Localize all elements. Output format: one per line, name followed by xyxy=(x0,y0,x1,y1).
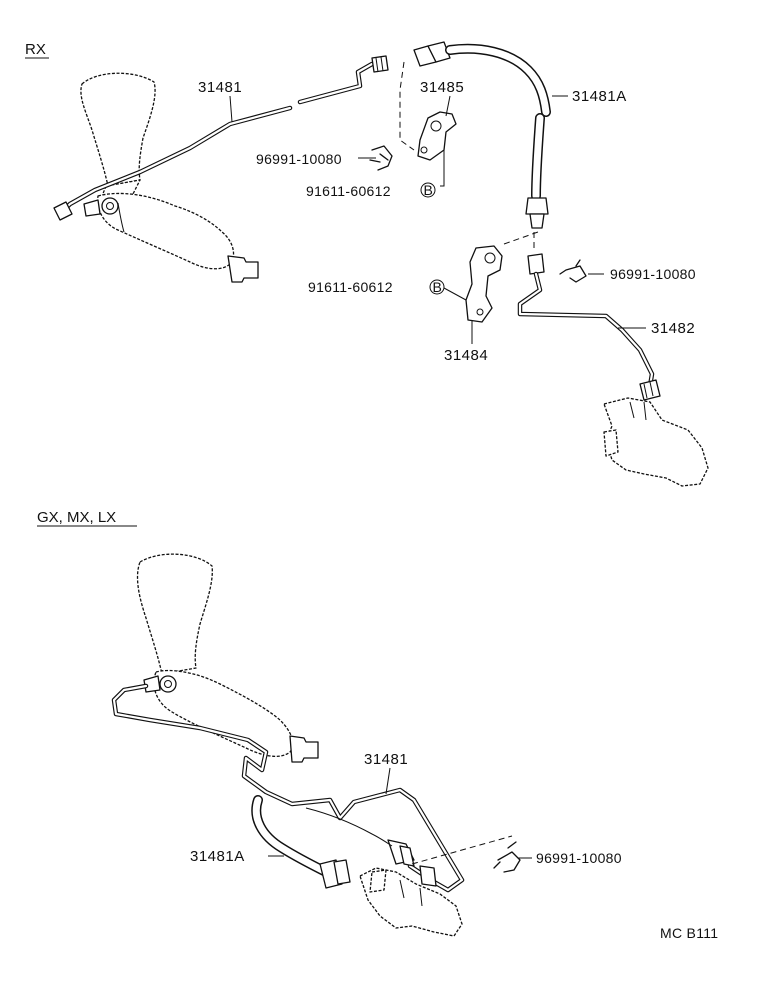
clip-bottom xyxy=(493,841,521,873)
flex-hose-31481A-bottom xyxy=(251,795,393,889)
flex-hose-31481A-top xyxy=(413,41,551,229)
brake-tube-31481-top xyxy=(53,55,389,221)
dashed-leader-bottom xyxy=(411,835,513,865)
label-clip-mid: 96991-10080 xyxy=(610,266,696,282)
label-31481A-bottom: 31481A xyxy=(190,848,245,865)
bolt-marker-b-top xyxy=(420,182,436,198)
master-cylinder-top xyxy=(80,72,259,283)
label-31484: 31484 xyxy=(444,347,488,364)
gx-mx-lx-section: GX, MX, LX xyxy=(37,509,718,941)
rx-section: RX xyxy=(25,41,709,487)
brake-tube-31481-bottom xyxy=(111,683,465,893)
bolt-marker-b-mid-letter: B xyxy=(433,279,443,295)
leader-bolt-top xyxy=(440,148,445,187)
label-clip-bottom: 96991-10080 xyxy=(536,850,622,866)
leader-31485 xyxy=(445,95,451,117)
section-title-gx-mx-lx: GX, MX, LX xyxy=(37,509,116,526)
label-31481A-top: 31481A xyxy=(572,88,627,105)
master-cylinder-bottom xyxy=(136,553,319,763)
label-31481-bottom: 31481 xyxy=(364,751,408,768)
label-31485: 31485 xyxy=(420,79,464,96)
bolt-marker-b-top-letter: B xyxy=(424,182,434,198)
bracket-31484 xyxy=(465,245,503,323)
label-bolt-top: 91611-60612 xyxy=(306,183,391,199)
clip-top-left xyxy=(369,145,393,171)
dashed-leader-2 xyxy=(503,231,539,245)
slave-cylinder-bottom xyxy=(359,867,463,937)
dashed-leader-1 xyxy=(399,61,415,151)
label-31481-top: 31481 xyxy=(198,79,242,96)
slave-cylinder-top xyxy=(603,397,709,487)
bolt-marker-b-mid xyxy=(429,279,445,295)
label-bolt-mid: 91611-60612 xyxy=(308,279,393,295)
diagram-code: MC B111 xyxy=(660,925,718,941)
label-31482: 31482 xyxy=(651,320,695,337)
clip-mid xyxy=(559,259,587,283)
label-clip-top-left: 96991-10080 xyxy=(256,151,342,167)
bracket-31485 xyxy=(417,111,457,161)
brake-tube-31482 xyxy=(517,253,661,401)
leader-bolt-mid xyxy=(443,287,467,301)
leader-31481-top xyxy=(229,95,233,123)
section-title-rx: RX xyxy=(25,41,46,58)
leader-31481-bottom xyxy=(385,767,391,795)
